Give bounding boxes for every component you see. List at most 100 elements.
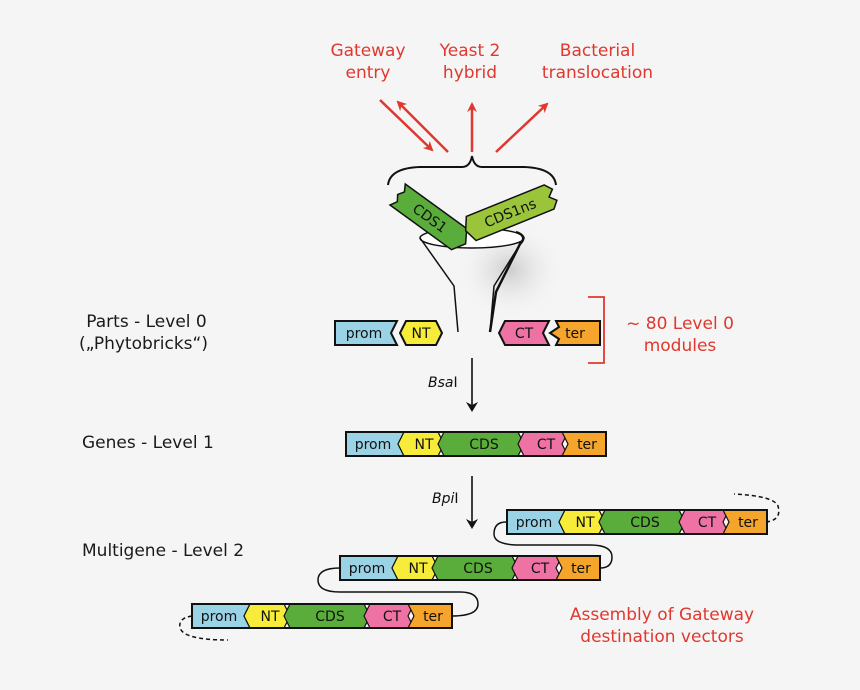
- part-label: ter: [423, 609, 443, 625]
- level0-bracket: [588, 296, 605, 364]
- note-line1: Assembly of Gateway: [569, 605, 755, 625]
- part-label: CT: [537, 437, 556, 453]
- level2-gene-1: prom NT CDS CT ter: [506, 509, 768, 535]
- enzyme-bsai-label: BsaI: [428, 375, 458, 391]
- note-line1: ~ 80 Level 0: [626, 314, 734, 334]
- part-ter: ter: [555, 555, 601, 581]
- part-label: CDS: [463, 561, 493, 577]
- level0-part-prom: prom: [334, 320, 399, 346]
- dashed-tail-bottom: [179, 615, 229, 641]
- funnel-body: [419, 237, 525, 333]
- arrow-from-gateway-entry: [379, 99, 434, 152]
- target-label-line2: entry: [345, 63, 391, 83]
- part-label: NT: [411, 326, 430, 342]
- level0-part-ct: CT: [497, 320, 551, 346]
- target-label-line2: hybrid: [442, 63, 498, 83]
- part-label: ter: [738, 515, 758, 531]
- part-nt: NT: [397, 431, 445, 457]
- enzyme-suffix: I: [454, 491, 459, 507]
- part-nt: NT: [243, 603, 291, 629]
- part-label: CT: [383, 609, 402, 625]
- part-label: ter: [571, 561, 591, 577]
- curly-brace: [387, 155, 557, 186]
- funnel-rim-thick: [488, 230, 525, 333]
- arrow-to-bacterial-translocation: [495, 102, 549, 153]
- red-arrows: [379, 99, 549, 153]
- part-ct: CT: [363, 603, 415, 629]
- part-label: prom: [346, 326, 383, 342]
- part-label: CT: [531, 561, 550, 577]
- construct-border: [339, 555, 601, 581]
- enzyme-bpii-label: BpiI: [432, 491, 459, 507]
- level0-label: Parts - Level 0 („Phytobricks“): [79, 311, 208, 355]
- part-prom: prom: [506, 509, 566, 535]
- note-line2: destination vectors: [580, 627, 744, 647]
- level0-part-ter: ter: [548, 320, 601, 346]
- target-yeast-2-hybrid: Yeast 2 hybrid: [420, 40, 520, 84]
- cds1ns-label: CDS1ns: [482, 196, 539, 231]
- funnel: [419, 227, 525, 333]
- cds1-label: CDS1: [409, 201, 449, 236]
- construct-border: [345, 431, 607, 457]
- enzyme-name: Bpi: [432, 491, 455, 507]
- part-cds: CDS: [283, 603, 371, 629]
- part-prom: prom: [191, 603, 251, 629]
- part-nt: NT: [558, 509, 606, 535]
- cds1-tag: CDS1: [388, 182, 468, 251]
- part-ct: CT: [517, 431, 569, 457]
- part-label: NT: [260, 609, 279, 625]
- part-cds: CDS: [437, 431, 525, 457]
- assembly-note: Assembly of Gateway destination vectors: [552, 604, 772, 648]
- part-ter: ter: [722, 509, 768, 535]
- part-label: CDS: [469, 437, 499, 453]
- arrow-to-gateway-entry: [396, 100, 449, 153]
- part-prom: prom: [345, 431, 405, 457]
- part-label: prom: [201, 609, 238, 625]
- level0-modules-note: ~ 80 Level 0 modules: [620, 313, 740, 357]
- part-label: prom: [349, 561, 386, 577]
- part-label: NT: [575, 515, 594, 531]
- level0-part-nt: NT: [398, 320, 444, 346]
- part-label: prom: [355, 437, 392, 453]
- funnel-rim: [419, 227, 525, 249]
- target-bacterial-translocation: Bacterial translocation: [525, 40, 670, 84]
- part-ter: ter: [407, 603, 453, 629]
- part-label: ter: [565, 326, 585, 342]
- enzyme-suffix: I: [453, 375, 458, 391]
- part-ct: CT: [678, 509, 730, 535]
- part-prom: prom: [339, 555, 399, 581]
- dashed-tail-top: [733, 493, 780, 523]
- enzyme-name: Bsa: [428, 375, 454, 391]
- level2-label: Multigene - Level 2: [82, 541, 245, 561]
- target-gateway-entry: Gateway entry: [318, 40, 418, 84]
- target-label-line1: Yeast 2: [439, 41, 501, 61]
- part-label: CDS: [315, 609, 345, 625]
- construct-border: [191, 603, 453, 629]
- construct-border: [506, 509, 768, 535]
- target-label-line2: translocation: [541, 63, 654, 83]
- funnel-shadow: [455, 220, 565, 320]
- part-label: CT: [515, 326, 534, 342]
- part-label: NT: [414, 437, 433, 453]
- part-label: ter: [577, 437, 597, 453]
- level2-gene-2: prom NT CDS CT ter: [339, 555, 601, 581]
- part-label: CDS: [630, 515, 660, 531]
- part-ter: ter: [561, 431, 607, 457]
- part-cds: CDS: [431, 555, 519, 581]
- target-label-line1: Bacterial: [559, 41, 636, 61]
- level0-subtitle: („Phytobricks“): [79, 334, 208, 354]
- part-label: CT: [698, 515, 717, 531]
- level1-gene: prom NT CDS CT ter: [345, 431, 607, 457]
- level0-title: Parts - Level 0: [86, 312, 207, 332]
- connector-1-2: [493, 521, 613, 569]
- part-ct: CT: [511, 555, 563, 581]
- part-label: prom: [516, 515, 553, 531]
- cds1ns-tag: CDS1ns: [464, 184, 558, 242]
- part-cds: CDS: [598, 509, 686, 535]
- target-label-line1: Gateway: [330, 41, 406, 61]
- part-label: NT: [408, 561, 427, 577]
- part-nt: NT: [391, 555, 439, 581]
- level2-gene-3: prom NT CDS CT ter: [191, 603, 453, 629]
